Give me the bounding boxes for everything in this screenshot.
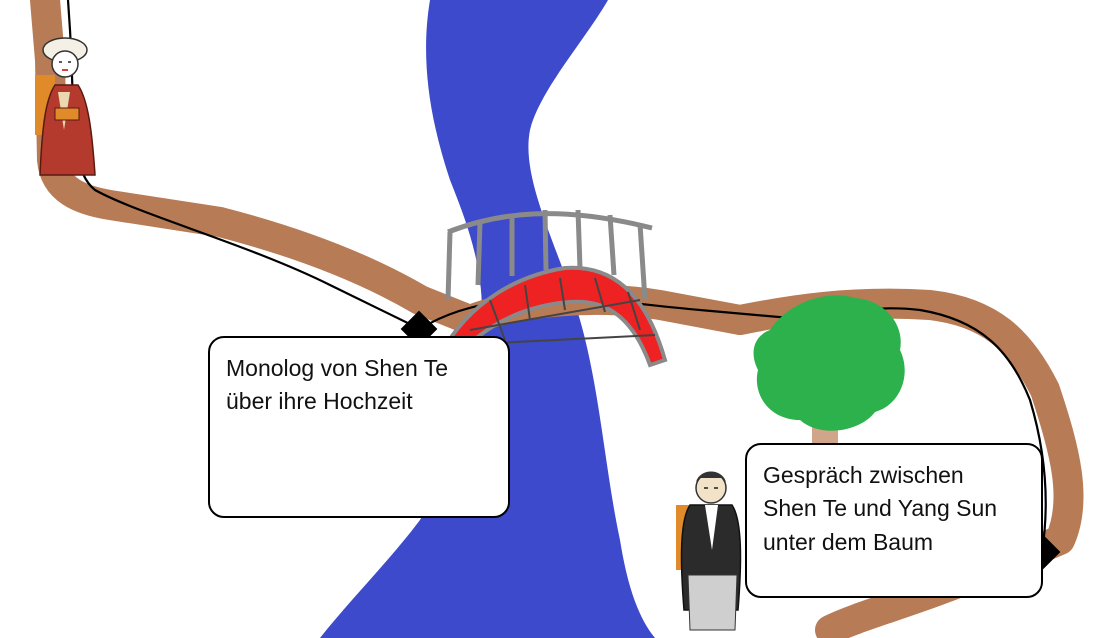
scene-label-line: Gespräch zwischen (763, 462, 964, 488)
scene-label-gespraech: Gespräch zwischen Shen Te und Yang Sun u… (745, 443, 1043, 598)
scene-label-line: Shen Te und Yang Sun (763, 495, 998, 522)
scene-label-line: unter dem Baum (763, 528, 934, 555)
scene-label-line: Monolog von Shen Te (226, 355, 449, 381)
scene-label-monolog: Monolog von Shen Te über ihre Hochzeit (208, 336, 510, 518)
man-in-hakama-icon (676, 471, 742, 631)
scene-label-line: über ihre Hochzeit (226, 388, 413, 415)
woman-in-kimono-icon (35, 37, 96, 176)
tree-crown (753, 295, 905, 431)
